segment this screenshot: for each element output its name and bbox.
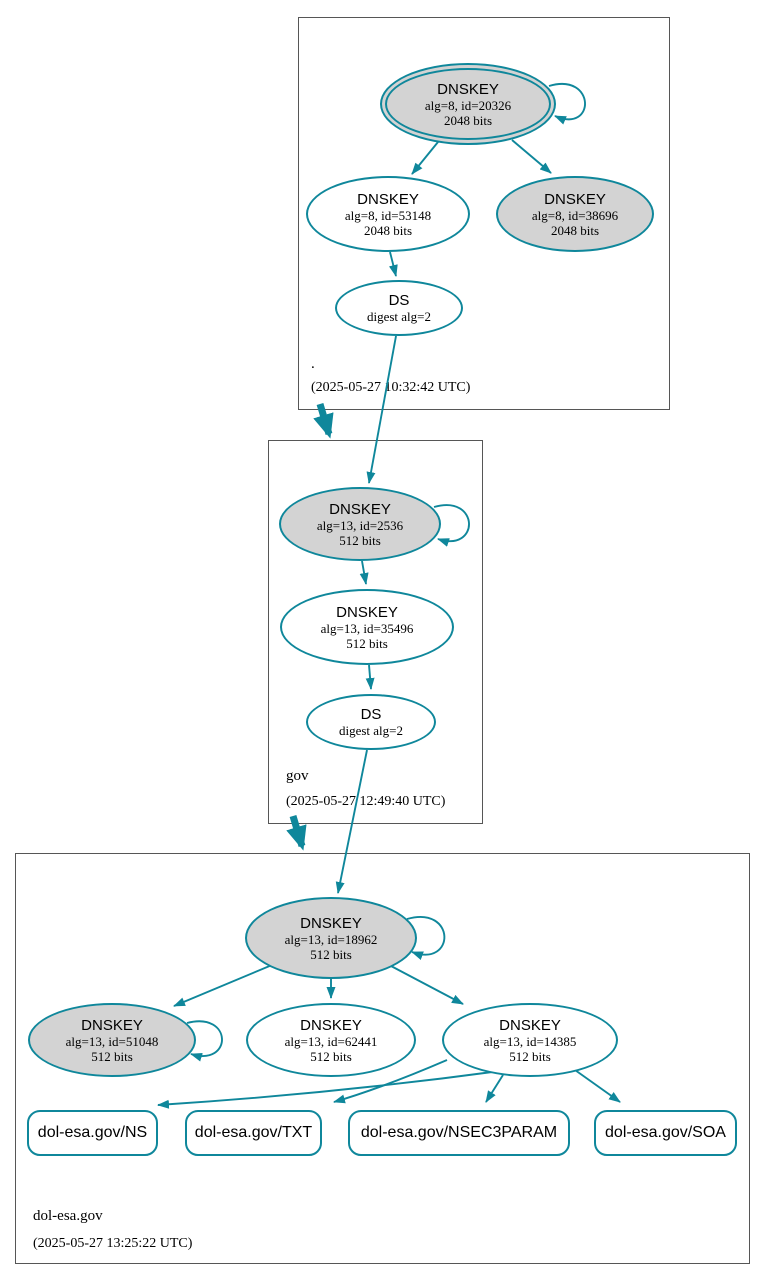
edge-key14385-to-rrset-soa <box>574 1069 621 1103</box>
node-detail: 2048 bits <box>443 112 493 128</box>
edge-key14385-to-rrset-nsec3param <box>485 1074 504 1103</box>
edge-key14385-to-rrset-txt <box>333 1059 448 1104</box>
node-title: DNSKEY <box>300 914 362 932</box>
node-detail: alg=13, id=14385 <box>483 1033 577 1049</box>
node-detail: 2048 bits <box>363 222 413 238</box>
dnskey-node-18962[interactable]: DNSKEY alg=13, id=18962 512 bits <box>245 897 417 979</box>
node-title: DNSKEY <box>329 500 391 518</box>
node-detail: 2048 bits <box>550 222 600 238</box>
dnskey-node-62441[interactable]: DNSKEY alg=13, id=62441 512 bits <box>246 1003 416 1077</box>
node-detail: 512 bits <box>310 1048 352 1064</box>
node-detail: alg=13, id=18962 <box>284 931 378 947</box>
edge-rootksk-to-key38696 <box>511 139 552 174</box>
node-title: DNSKEY <box>336 603 398 621</box>
node-detail: 512 bits <box>310 946 352 962</box>
zone-timestamp-gov: (2025-05-27 12:49:40 UTC) <box>286 794 446 809</box>
node-detail: alg=8, id=53148 <box>344 207 432 223</box>
edge-govksk-to-zsk35496 <box>359 560 369 585</box>
node-detail: 512 bits <box>339 532 381 548</box>
edge-govksk-self-loop <box>433 504 470 547</box>
edge-dolksk-to-key14385 <box>390 965 464 1005</box>
dnskey-node-20326[interactable]: DNSKEY alg=8, id=20326 2048 bits <box>380 63 556 145</box>
node-title: DNSKEY <box>499 1016 561 1034</box>
dnskey-node-53148[interactable]: DNSKEY alg=8, id=53148 2048 bits <box>306 176 470 252</box>
rrset-label: dol-esa.gov/TXT <box>194 1124 313 1141</box>
edge-key14385-to-rrset-ns <box>157 1070 501 1109</box>
node-detail: 512 bits <box>509 1048 551 1064</box>
zone-name-gov: gov <box>286 768 309 784</box>
edge-zsk35496-to-govds <box>365 664 375 690</box>
node-title: DNSKEY <box>81 1016 143 1034</box>
ds-node-gov[interactable]: DS digest alg=2 <box>306 694 436 750</box>
zone-timestamp-root: (2025-05-27 10:32:42 UTC) <box>311 380 471 395</box>
node-detail: digest alg=2 <box>366 309 432 324</box>
edge-rootksk-self-loop <box>548 83 586 125</box>
node-title: DNSKEY <box>544 190 606 208</box>
edge-rootksk-to-zsk53148 <box>411 141 439 175</box>
zone-timestamp-dol-esa-gov: (2025-05-27 13:25:22 UTC) <box>33 1236 193 1251</box>
zone-name-dol-esa-gov: dol-esa.gov <box>33 1208 103 1224</box>
dnskey-node-2536[interactable]: DNSKEY alg=13, id=2536 512 bits <box>279 487 441 561</box>
edge-rootds-to-govksk <box>366 335 397 484</box>
edge-dolksk-to-key51048 <box>173 964 273 1007</box>
node-detail: alg=13, id=62441 <box>284 1033 378 1049</box>
rrset-node-txt[interactable]: dol-esa.gov/TXT <box>185 1110 322 1156</box>
rrset-label: dol-esa.gov/NSEC3PARAM <box>360 1124 558 1141</box>
rrset-label: dol-esa.gov/SOA <box>605 1124 726 1141</box>
edge-zsk53148-to-ds <box>388 251 398 277</box>
rrset-node-nsec3param[interactable]: dol-esa.gov/NSEC3PARAM <box>348 1110 570 1156</box>
rrset-node-ns[interactable]: dol-esa.gov/NS <box>27 1110 158 1156</box>
edge-dolksk-self-loop <box>406 916 446 960</box>
node-title: DNSKEY <box>357 190 419 208</box>
node-detail: alg=13, id=2536 <box>316 517 404 533</box>
dnskey-node-51048[interactable]: DNSKEY alg=13, id=51048 512 bits <box>28 1003 196 1077</box>
ds-node-root[interactable]: DS digest alg=2 <box>335 280 463 336</box>
node-title: DS <box>388 292 410 309</box>
node-title: DNSKEY <box>437 80 499 98</box>
dnskey-node-38696[interactable]: DNSKEY alg=8, id=38696 2048 bits <box>496 176 654 252</box>
node-detail: 512 bits <box>346 635 388 651</box>
delegation-arrow-root-to-gov <box>313 402 334 439</box>
delegation-arrow-gov-to-dol-esa-gov <box>286 814 307 851</box>
zone-box-gov <box>268 440 483 824</box>
dnskey-node-35496[interactable]: DNSKEY alg=13, id=35496 512 bits <box>280 589 454 665</box>
node-detail: alg=13, id=35496 <box>320 620 414 636</box>
node-detail: digest alg=2 <box>338 723 404 738</box>
node-title: DS <box>360 706 382 723</box>
rrset-node-soa[interactable]: dol-esa.gov/SOA <box>594 1110 737 1156</box>
edge-govds-to-dolksk <box>335 749 368 894</box>
rrset-label: dol-esa.gov/NS <box>37 1124 148 1141</box>
node-detail: alg=13, id=51048 <box>65 1033 159 1049</box>
zone-name-root: . <box>311 356 315 372</box>
node-detail: 512 bits <box>91 1048 133 1064</box>
node-detail: alg=8, id=20326 <box>424 97 512 113</box>
dnskey-node-14385[interactable]: DNSKEY alg=13, id=14385 512 bits <box>442 1003 618 1077</box>
zone-box-dol-esa-gov <box>15 853 750 1264</box>
node-detail: alg=8, id=38696 <box>531 207 619 223</box>
zone-box-root <box>298 17 670 410</box>
node-title: DNSKEY <box>300 1016 362 1034</box>
edge-key51048-self-loop <box>186 1020 223 1062</box>
